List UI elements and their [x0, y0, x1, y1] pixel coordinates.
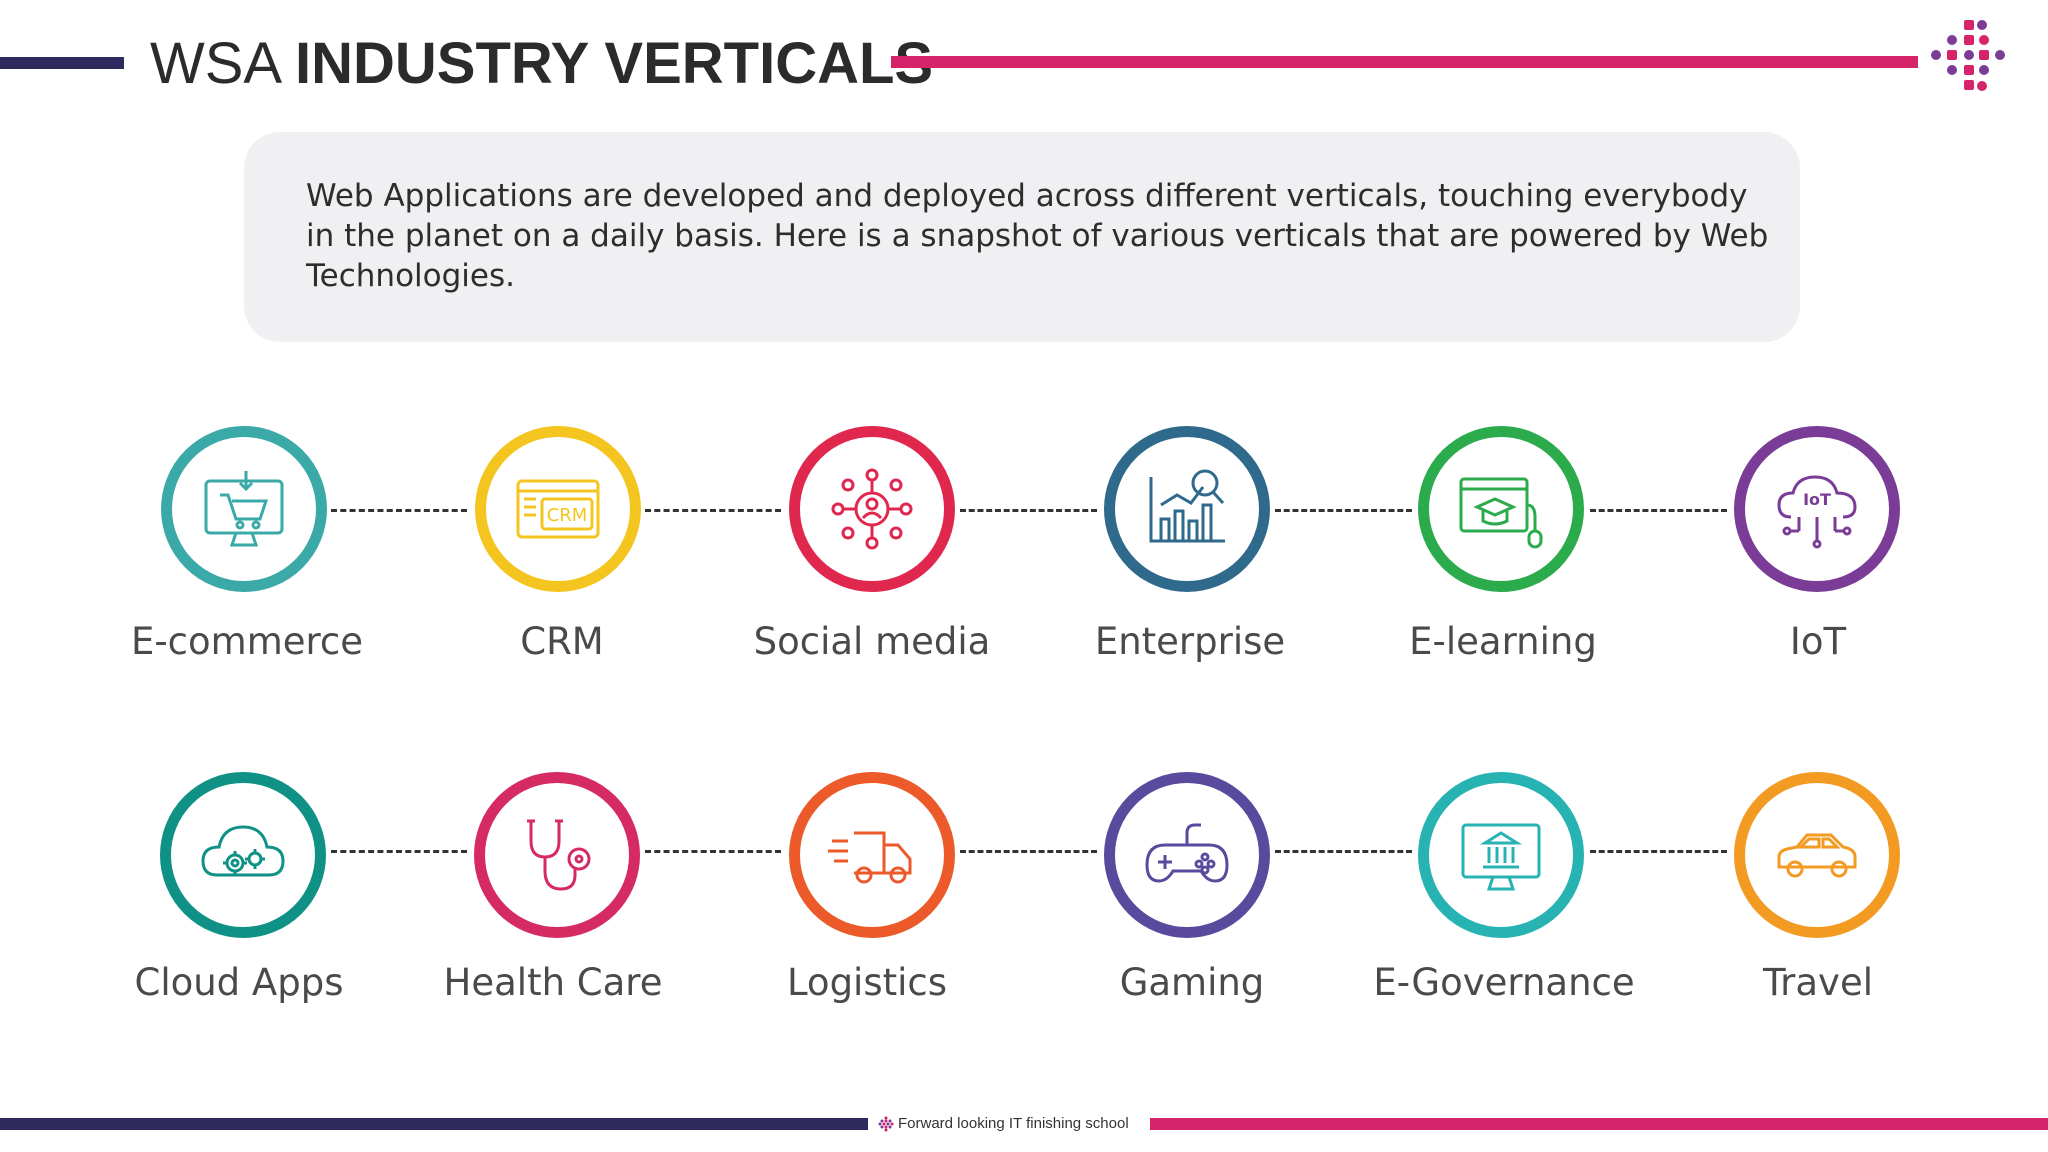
- vertical-label: E-Governance: [1373, 961, 1635, 1004]
- social-network-icon: [831, 468, 913, 550]
- vertical-label: Gaming: [1119, 961, 1265, 1004]
- travel-circle: [1734, 772, 1900, 938]
- vertical-label: E-commerce: [130, 620, 364, 663]
- crm-circle: CRM: [475, 426, 641, 592]
- elearning-circle: [1418, 426, 1584, 592]
- stethoscope-icon: [527, 819, 591, 891]
- dots-logo-icon: [1931, 20, 2005, 91]
- gaming-circle: [1104, 772, 1270, 938]
- page-title: WSA INDUSTRY VERTICALS: [150, 26, 933, 102]
- intro-box: [244, 132, 1800, 342]
- vertical-label: Travel: [1763, 961, 1873, 1004]
- intro-text: Web Applications are developed and deplo…: [306, 178, 1769, 294]
- logistics-circle: [789, 772, 955, 938]
- egovernance-circle: [1418, 772, 1584, 938]
- footer-left-bar: [0, 1118, 868, 1130]
- iot-cloud-icon: IoT: [1777, 475, 1857, 549]
- title-bold: INDUSTRY VERTICALS: [295, 31, 934, 96]
- connector-line: [331, 850, 467, 853]
- svg-text:CRM: CRM: [547, 505, 588, 526]
- enterprise-circle: [1104, 426, 1270, 592]
- game-controller-icon: [1145, 823, 1229, 883]
- vertical-label: Cloud Apps: [134, 961, 344, 1004]
- footer-tagline-text: Forward looking IT finishing school: [898, 1115, 1129, 1132]
- vertical-label: Social media: [753, 620, 991, 663]
- social-media-circle: [789, 426, 955, 592]
- cloud-gears-icon: [201, 825, 285, 877]
- connector-line: [645, 509, 781, 512]
- connector-line: [331, 509, 467, 512]
- vertical-label: CRM: [520, 620, 604, 663]
- connector-line: [960, 850, 1097, 853]
- health-care-circle: [474, 772, 640, 938]
- connector-line: [1275, 509, 1412, 512]
- svg-text:IoT: IoT: [1803, 490, 1831, 509]
- vertical-label: Health Care: [443, 961, 663, 1004]
- footer-tagline: Forward looking IT finishing school: [878, 1112, 1129, 1136]
- connector-line: [960, 509, 1097, 512]
- dots-logo-small-icon: [878, 1116, 894, 1132]
- footer-right-bar: [1150, 1118, 2048, 1130]
- shopping-cart-monitor-icon: [204, 471, 284, 547]
- car-icon: [1777, 833, 1857, 878]
- vertical-label: IoT: [1789, 620, 1847, 663]
- title-light: WSA: [150, 31, 296, 96]
- graduation-browser-icon: [1459, 477, 1543, 549]
- delivery-truck-icon: [828, 831, 912, 884]
- connector-line: [1590, 850, 1727, 853]
- analytics-chart-icon: [1149, 469, 1225, 543]
- government-monitor-icon: [1461, 823, 1541, 891]
- connector-line: [645, 850, 781, 853]
- vertical-label: Logistics: [786, 961, 948, 1004]
- ecommerce-circle: [161, 426, 327, 592]
- connector-line: [1275, 850, 1412, 853]
- vertical-label: E-learning: [1409, 620, 1597, 663]
- header-right-bar: [891, 56, 1918, 68]
- cloud-apps-circle: [160, 772, 326, 938]
- connector-line: [1590, 509, 1727, 512]
- vertical-label: Enterprise: [1094, 620, 1286, 663]
- iot-circle: IoT: [1734, 426, 1900, 592]
- crm-window-icon: CRM: [516, 479, 600, 539]
- header-left-bar: [0, 57, 124, 69]
